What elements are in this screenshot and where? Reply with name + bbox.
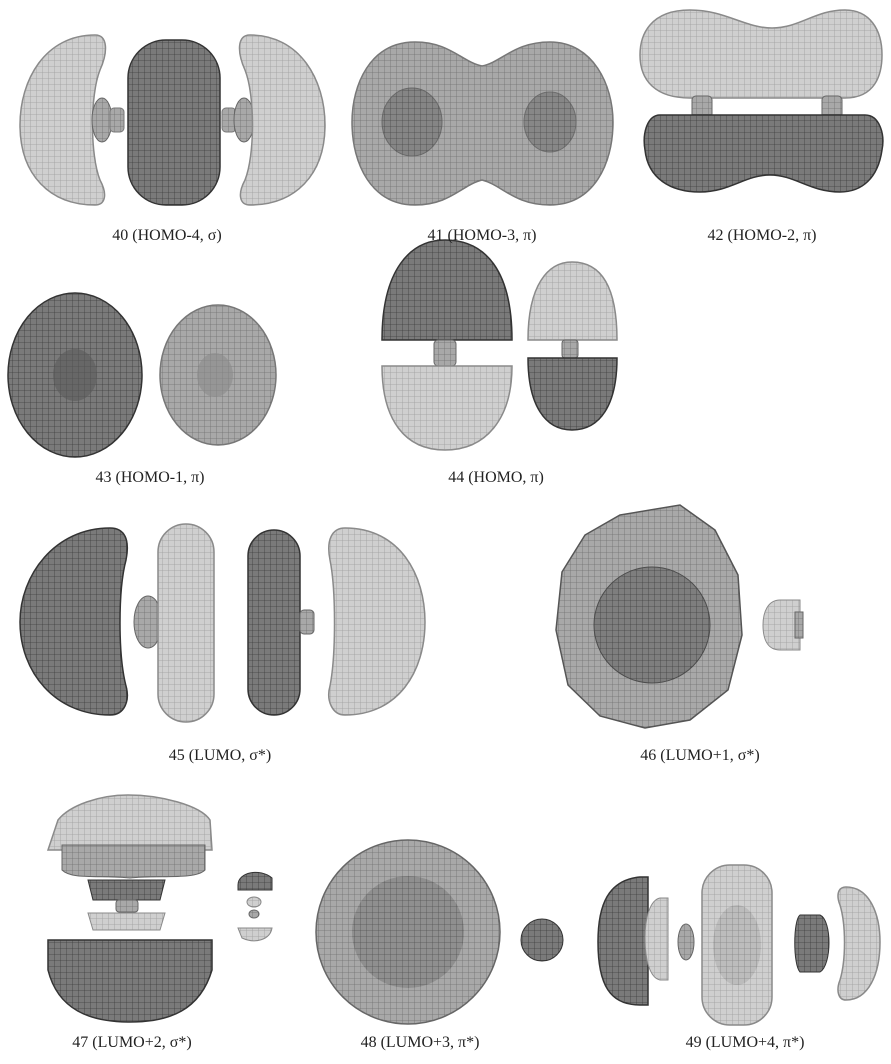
orbital-42-isosurface [640, 10, 883, 192]
orbital-41-isosurface [352, 42, 613, 205]
orbital-43-isosurface [8, 293, 276, 457]
orbital-44-isosurface [382, 240, 617, 450]
orbital-48-isosurface [316, 840, 563, 1024]
orbital-label: 45 (LUMO, σ*) [169, 747, 271, 765]
orbital-label: 48 (LUMO+3, π*) [361, 1034, 480, 1052]
orbital-47-isosurface [48, 795, 272, 1022]
orbital-label: 44 (HOMO, π) [448, 469, 544, 487]
orbital-45-isosurface [20, 524, 425, 722]
orbital-40-isosurface [20, 35, 325, 205]
orbital-49-isosurface [598, 865, 880, 1025]
orbital-label: 49 (LUMO+4, π*) [686, 1034, 805, 1052]
orbital-label: 40 (HOMO-4, σ) [112, 227, 222, 245]
orbital-label: 47 (LUMO+2, σ*) [72, 1034, 191, 1052]
orbital-label: 46 (LUMO+1, σ*) [640, 747, 759, 765]
orbital-46-isosurface [556, 505, 803, 728]
orbital-label: 41 (HOMO-3, π) [428, 227, 537, 245]
orbital-label: 42 (HOMO-2, π) [708, 227, 817, 245]
orbital-label: 43 (HOMO-1, π) [96, 469, 205, 487]
